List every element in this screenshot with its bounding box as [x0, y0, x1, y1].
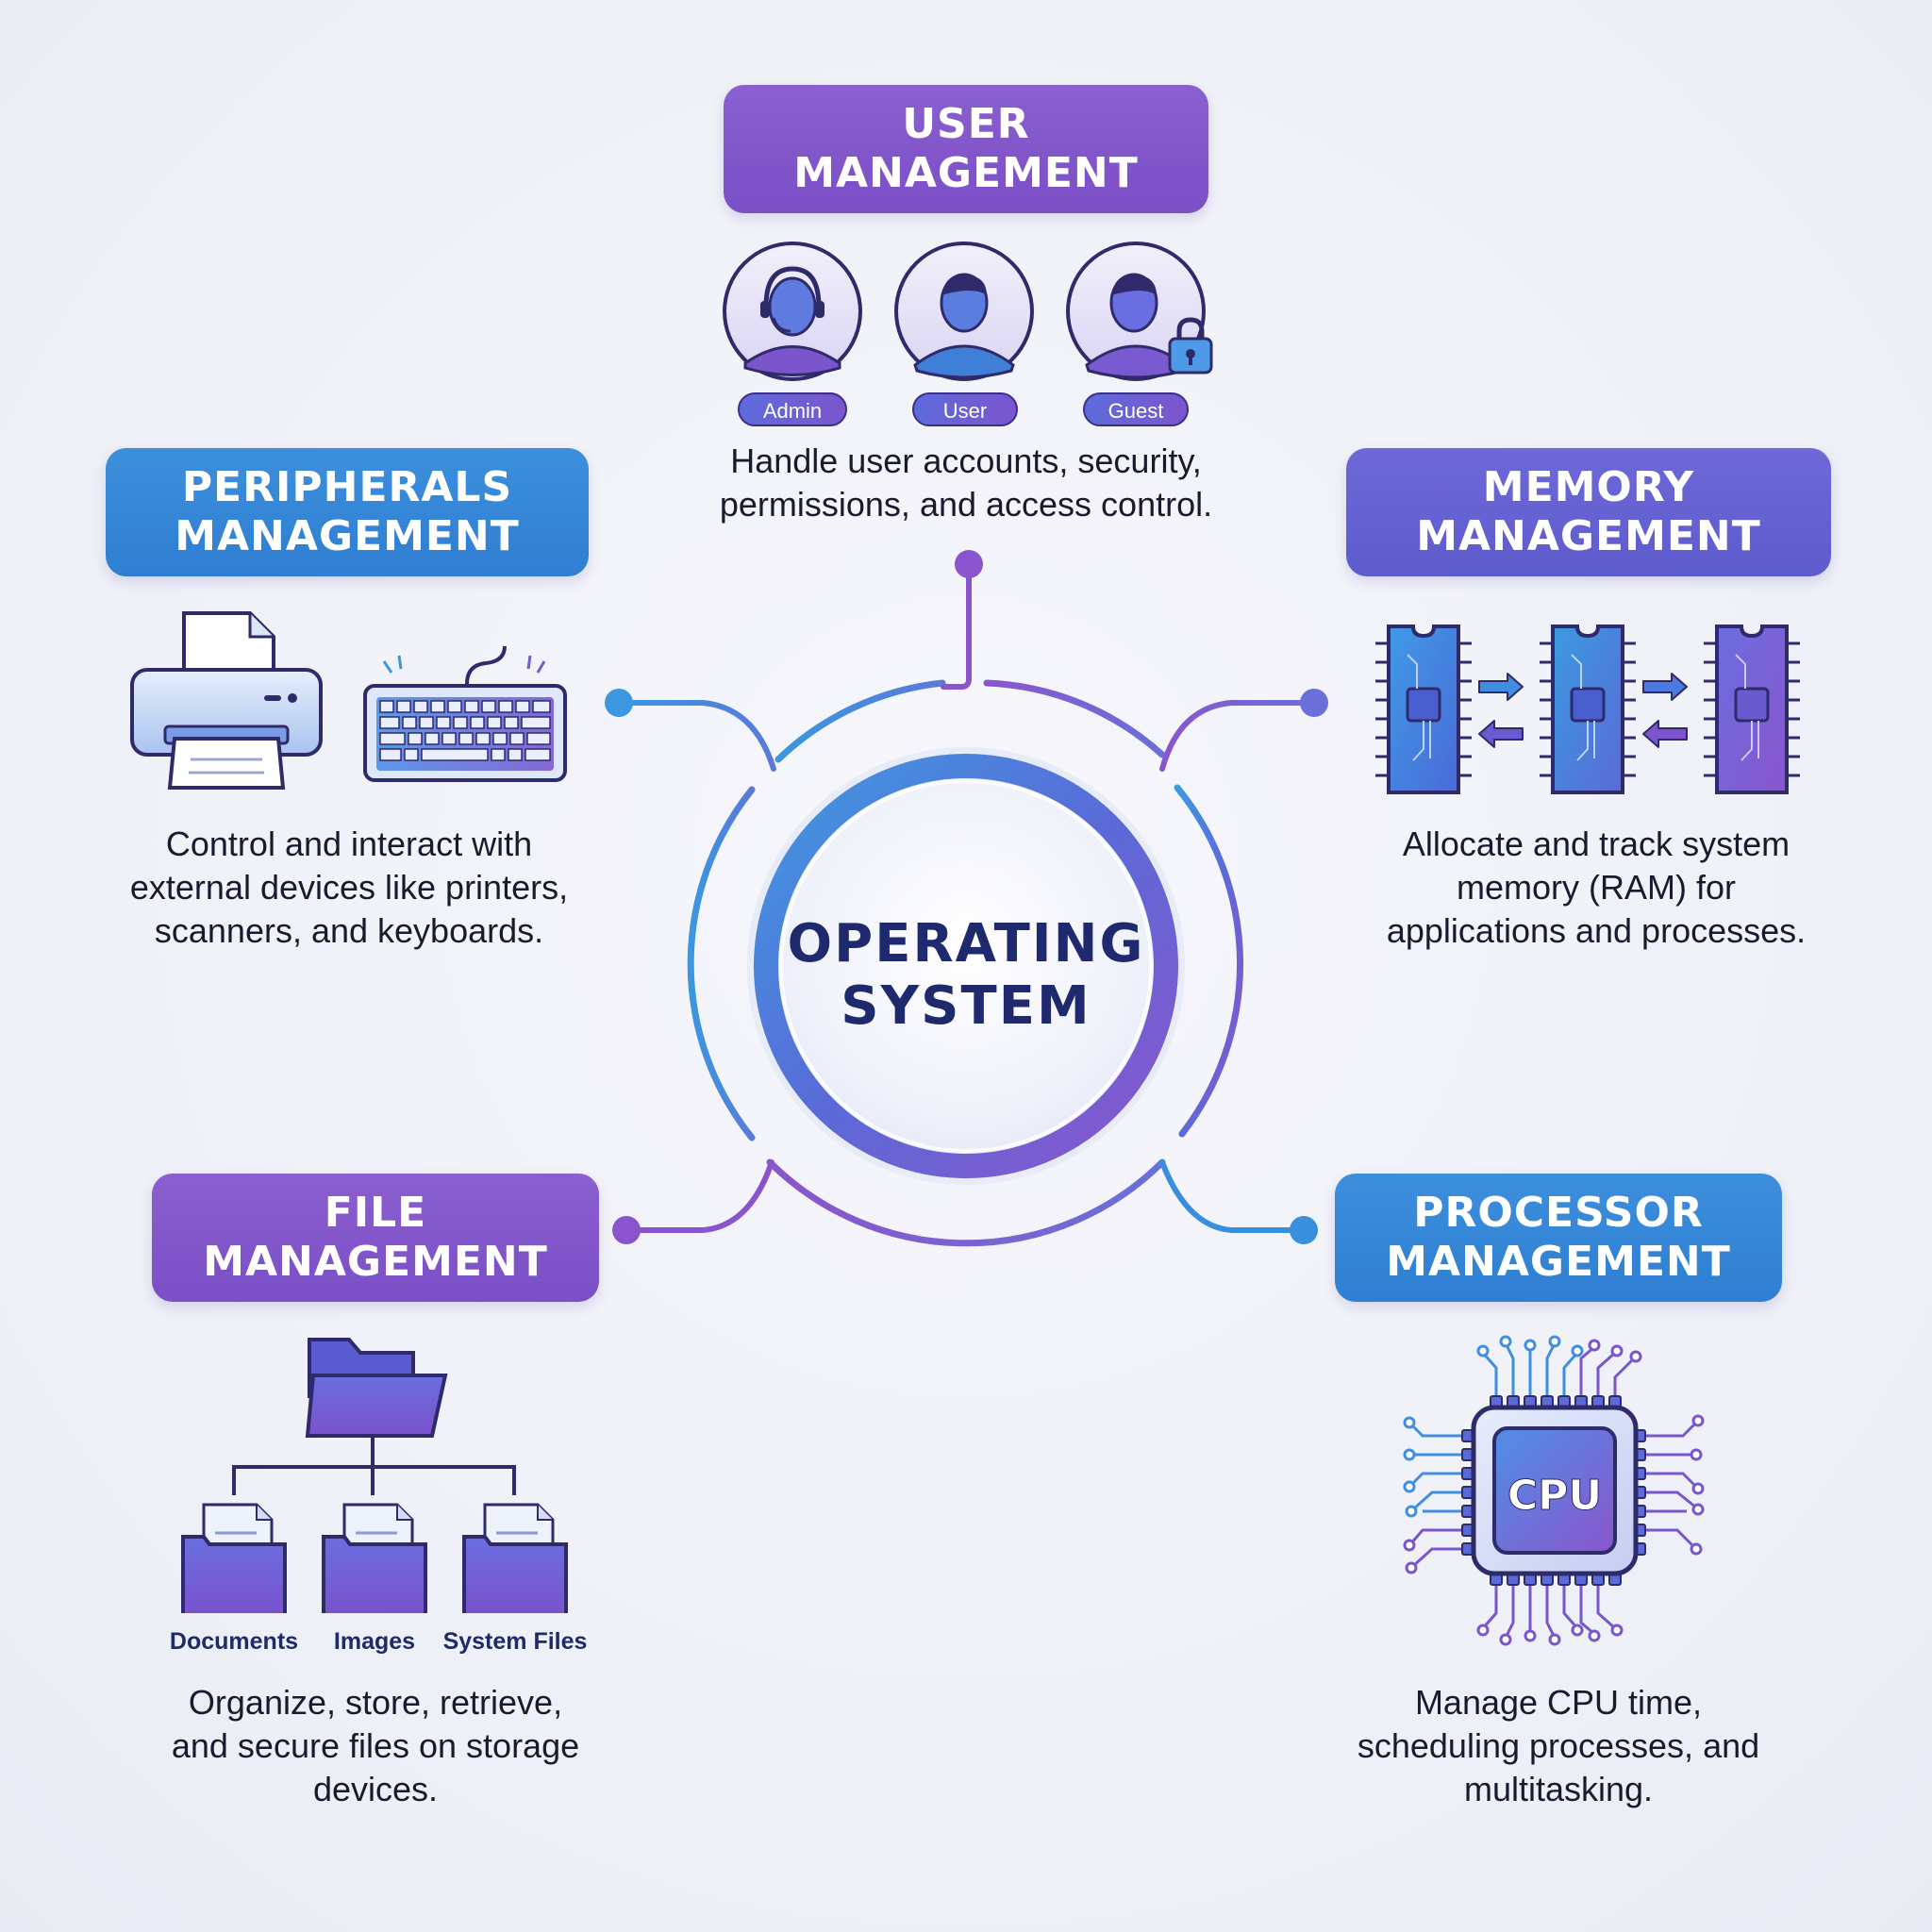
cpu-traces [1409, 1342, 1698, 1639]
peripherals-management-header: PERIPHERALS MANAGEMENT [106, 448, 589, 576]
transfer-arrows-icon [1478, 673, 1688, 748]
ram-chip-icon-1 [1375, 625, 1472, 794]
cpu-chip-icon: CPU [1403, 1335, 1705, 1646]
folder-label-system-files: System Files [442, 1628, 588, 1655]
keyboard-icon [363, 645, 567, 782]
connector-peripherals [605, 689, 776, 772]
connector-user [941, 550, 983, 690]
os-title: OPERATING SYSTEM [787, 913, 1145, 1037]
connector-file [612, 1159, 774, 1244]
folder-label-images: Images [333, 1628, 416, 1655]
ram-chip-icon-3 [1704, 625, 1800, 794]
processor-management-description: Manage CPU time, scheduling processes, a… [1357, 1683, 1760, 1808]
cpu-die [1492, 1426, 1617, 1555]
memory-management-description: Allocate and track system memory (RAM) f… [1386, 824, 1807, 950]
cpu-label: CPU [1507, 1472, 1602, 1520]
user-avatars [723, 242, 1213, 381]
connector-memory [1159, 689, 1328, 772]
cpu-trace-dots [1403, 1335, 1705, 1646]
os-core [747, 747, 1185, 1185]
connector-processor [1159, 1159, 1318, 1244]
admin-avatar-icon [723, 242, 862, 381]
memory-management-header: MEMORY MANAGEMENT [1346, 448, 1831, 576]
file-tree-icons [181, 1338, 568, 1613]
role-badge-admin: Admin [738, 392, 847, 426]
printer-icon [130, 611, 323, 790]
peripherals-management-description: Control and interact with external devic… [129, 824, 569, 950]
documents-folder-icon [181, 1503, 287, 1613]
lock-icon [1168, 317, 1213, 375]
ram-chip-icon-2 [1540, 625, 1636, 794]
user-management-header: USER MANAGEMENT [724, 85, 1208, 213]
tree-lines [232, 1436, 516, 1495]
role-badge-guest: Guest [1083, 392, 1189, 426]
system-files-folder-icon [462, 1503, 568, 1613]
processor-management-header: PROCESSOR MANAGEMENT [1335, 1174, 1782, 1302]
role-badge-user: User [912, 392, 1018, 426]
user-management-description: Handle user accounts, security, permissi… [719, 441, 1213, 524]
root-folder-icon [305, 1338, 448, 1438]
user-avatar-icon [894, 242, 1034, 381]
images-folder-icon [322, 1503, 427, 1613]
file-management-header: FILE MANAGEMENT [152, 1174, 599, 1302]
folder-label-documents: Documents [169, 1628, 299, 1655]
peripherals-icons [130, 611, 567, 790]
file-management-description: Organize, store, retrieve, and secure fi… [171, 1683, 580, 1808]
memory-icons [1375, 625, 1800, 794]
outer-ring [687, 679, 1244, 1247]
